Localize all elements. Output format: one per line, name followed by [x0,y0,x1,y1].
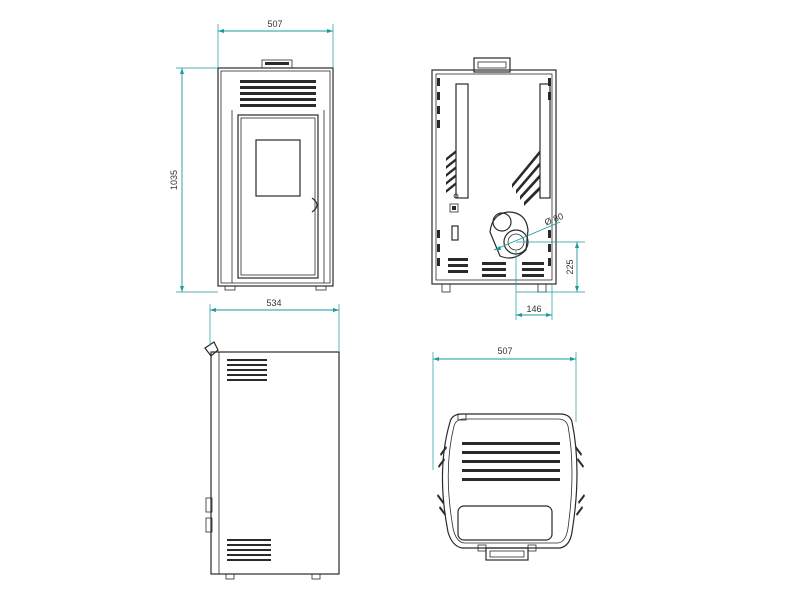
side-top-louvers [227,359,267,381]
side-bottom-louvers [227,539,271,561]
flue-height-label: 225 [565,259,575,274]
back-left-slots [437,78,440,266]
door-handle [311,197,318,213]
front-width-label: 507 [267,19,282,29]
front-door [237,114,319,279]
dimension-front-height: 1035 [169,67,218,293]
flue-offset-label: 146 [526,304,541,314]
dimension-top-width: 507 [432,346,577,470]
back-right-slots [548,78,551,266]
back-bottom-louvers [448,258,544,277]
dimension-side-depth: 534 [209,298,340,352]
top-width-label: 507 [497,346,512,356]
top-louvers [462,442,560,481]
flue-outlet [489,211,529,259]
back-view [431,57,557,293]
side-view [204,341,340,580]
front-view [217,59,334,291]
front-height-label: 1035 [169,170,179,190]
front-louvers [240,80,316,107]
top-view [437,413,585,561]
dimension-front-width: 507 [217,19,334,68]
back-diagonal-vents [446,150,540,206]
pellet-hopper-lid [457,505,553,541]
dimension-flue: 225 146 Ø 80 [493,211,585,320]
side-depth-label: 534 [266,298,281,308]
door-window [255,139,301,197]
